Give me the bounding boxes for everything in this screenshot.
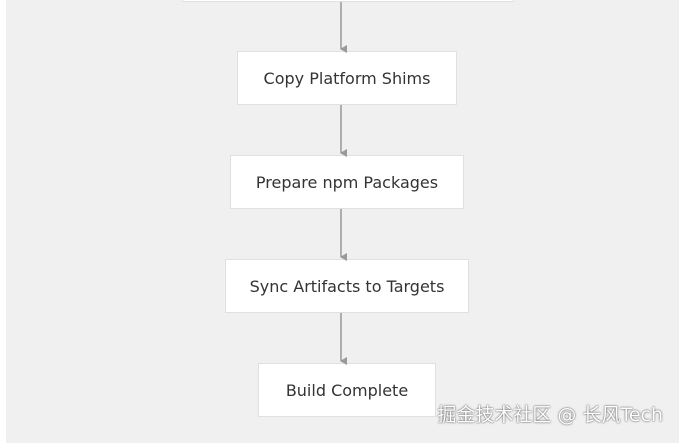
node-label: Prepare npm Packages (255, 172, 439, 192)
node-build-complete: Build Complete (258, 363, 436, 417)
previous-step-node (182, 0, 514, 2)
watermark: 掘金技术社区 @ 长风Tech (437, 404, 663, 426)
node-label: Build Complete (285, 380, 409, 400)
diagram-canvas: Copy Platform Shims Prepare npm Packages… (6, 0, 679, 443)
node-prepare-npm-packages: Prepare npm Packages (230, 155, 464, 209)
node-label: Sync Artifacts to Targets (249, 276, 445, 296)
node-sync-artifacts: Sync Artifacts to Targets (225, 259, 469, 313)
node-label: Copy Platform Shims (263, 68, 431, 88)
node-copy-platform-shims: Copy Platform Shims (237, 51, 457, 105)
